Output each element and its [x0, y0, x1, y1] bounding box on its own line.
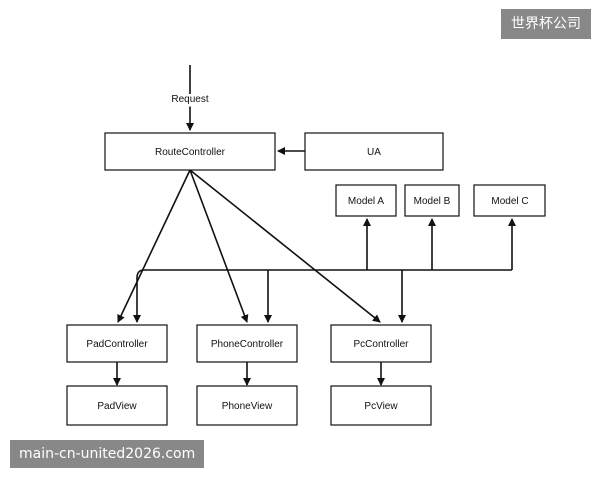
pad-view-box: PadView: [66, 385, 168, 426]
pc-view-label: PcView: [364, 401, 398, 412]
route-to-phone-arrow: [189, 169, 249, 323]
pad-controller-box: PadController: [66, 324, 168, 363]
phone-view-label: PhoneView: [222, 401, 273, 412]
phone-controller-label: PhoneController: [211, 339, 284, 350]
model-c-label: Model C: [491, 196, 528, 207]
model-a-box: Model A: [335, 184, 397, 217]
watermark-bottom: main-cn-united2026.com: [10, 440, 205, 468]
model-c-box: Model C: [473, 184, 546, 217]
route-to-pc-arrow: [189, 169, 381, 323]
pad-controller-label: PadController: [86, 339, 148, 350]
request-label: Request: [171, 94, 208, 105]
model-b-box: Model B: [404, 184, 460, 217]
phone-view-box: PhoneView: [196, 385, 298, 426]
pc-view-box: PcView: [330, 385, 432, 426]
ua-box: UA: [304, 132, 444, 171]
pc-controller-box: PcController: [330, 324, 432, 363]
route-controller-label: RouteController: [155, 147, 226, 158]
watermark-top: 世界杯公司: [501, 9, 591, 39]
pad-view-label: PadView: [97, 401, 137, 412]
pc-controller-label: PcController: [353, 339, 409, 350]
model-bus-left-curve: [133, 269, 145, 323]
phone-controller-box: PhoneController: [196, 324, 298, 363]
model-a-label: Model A: [348, 196, 384, 207]
model-b-label: Model B: [414, 196, 451, 207]
ua-label: UA: [367, 147, 381, 158]
route-controller-box: RouteController: [104, 132, 276, 171]
route-to-pad-arrow: [117, 169, 191, 323]
